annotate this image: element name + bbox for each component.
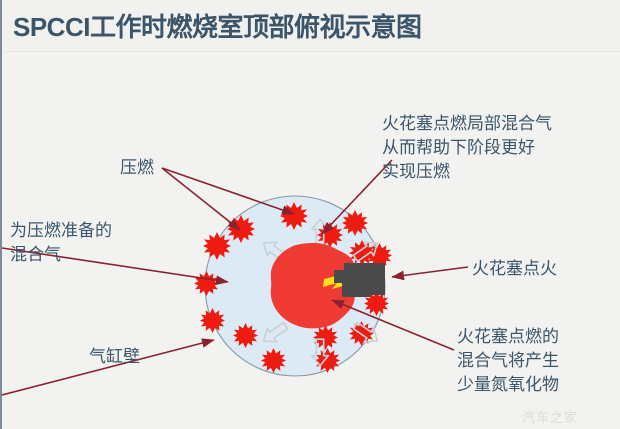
leader-spark-local-mixture (321, 159, 393, 235)
leader-nox (331, 299, 455, 351)
leader-compression-ignition-b (161, 167, 295, 215)
site-watermark: 汽车之家 (522, 410, 579, 425)
title-bar: SPCCI工作时燃烧室顶部俯视示意图 (2, 0, 620, 50)
spark-plug-tab (334, 270, 344, 283)
label-compression-ignition: 压燃 (120, 158, 154, 177)
leader-spark-ignition (391, 266, 469, 281)
label-spark-ignition: 火花塞点火 (472, 259, 557, 278)
leader-cylinder-wall (2, 338, 215, 396)
leader-mixture-prepared (2, 247, 229, 285)
label-cylinder-wall: 气缸壁 (89, 347, 140, 366)
leader-lines (2, 159, 469, 396)
label-mixture-prepared: 为压燃准备的 混合气 (10, 221, 112, 264)
label-spark-local-mixture: 火花塞点燃局部混合气 从而帮助下阶段更好 实现压燃 (382, 114, 552, 181)
label-nox-generation: 火花塞点燃的 混合气将产生 少量氮氧化物 (457, 327, 559, 394)
title-divider (4, 51, 620, 52)
page-title: SPCCI工作时燃烧室顶部俯视示意图 (13, 12, 422, 42)
spark-plug-body (344, 263, 385, 295)
leader-compression-ignition-a (161, 167, 241, 231)
